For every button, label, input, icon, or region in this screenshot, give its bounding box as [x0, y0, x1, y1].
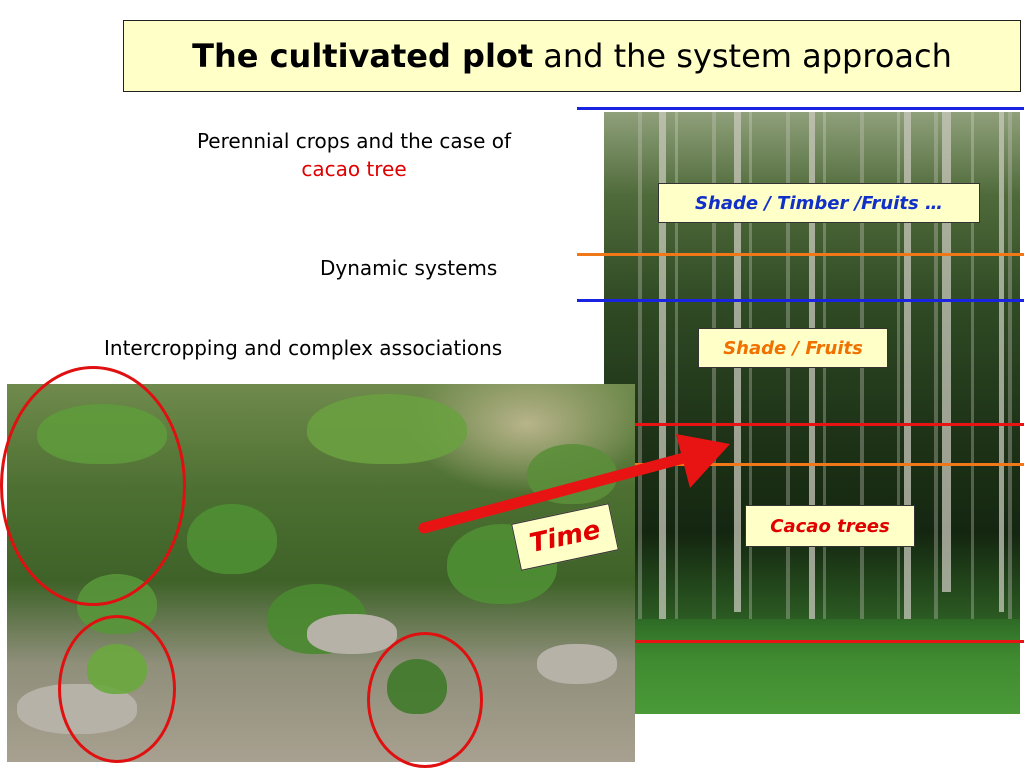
tree-trunk — [904, 112, 911, 622]
dynamic-systems-text: Dynamic systems — [320, 256, 498, 280]
mid-red-line — [577, 423, 1024, 426]
cacao-seedling-circle-right — [367, 632, 483, 768]
cacao-layer-label: Cacao trees — [745, 505, 915, 547]
subtitle-line-1: Perennial crops and the case of — [196, 129, 512, 153]
cacao-seedling-circle-left — [58, 615, 176, 763]
title-rest: and the system approach — [543, 37, 952, 75]
tree-trunk — [809, 112, 815, 632]
tree-trunk — [659, 112, 666, 652]
perennial-crops-text: Perennial crops and the case of cacao tr… — [140, 127, 568, 183]
forest-ground — [604, 619, 1020, 714]
cacao-bottom-line — [577, 640, 1024, 643]
canopy-label: Shade / Timber /Fruits … — [658, 183, 980, 223]
title-bold: The cultivated plot — [192, 37, 534, 75]
cacao-top-line — [577, 463, 1024, 466]
rock — [537, 644, 617, 684]
taro-leaf — [187, 504, 277, 574]
rock — [307, 614, 397, 654]
banana-leaf — [307, 394, 467, 464]
tree-trunk — [942, 112, 951, 592]
intercropping-text: Intercropping and complex associations — [104, 336, 503, 360]
subtitle-line-2: cacao tree — [301, 157, 407, 181]
banana-leaf — [527, 444, 617, 504]
canopy-bottom-line — [577, 253, 1024, 256]
mid-top-line — [577, 299, 1024, 302]
slide-title: The cultivated plot and the system appro… — [123, 20, 1021, 92]
tree-trunk — [999, 112, 1004, 612]
banana-circle — [0, 366, 186, 606]
canopy-top-line — [577, 107, 1024, 110]
mid-layer-label: Shade / Fruits — [698, 328, 888, 368]
